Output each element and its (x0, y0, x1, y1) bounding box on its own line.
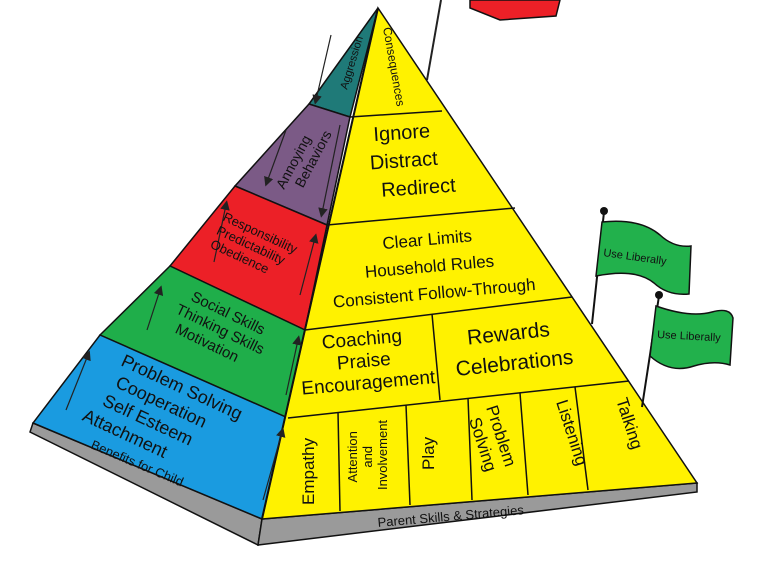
flag-lower-text: Use Liberally (657, 329, 722, 344)
problem-solving-label: Problem Solving Cooperation Self Esteem … (80, 345, 251, 486)
svg-text:Use Liberally: Use Liberally (657, 329, 722, 344)
attention-line-1: Attention (345, 431, 360, 482)
red-flag (426, 0, 561, 81)
attention-line-3: Involvement (375, 420, 390, 490)
left-arrows (65, 34, 341, 501)
ignore-line-3: Redirect (381, 175, 457, 202)
coaching-line-2: Praise (336, 349, 391, 375)
flag-upper: Use Liberally (591, 207, 692, 325)
flag-lower: Use Liberally (641, 291, 734, 408)
attention-line-2: and (360, 446, 375, 468)
cell-play: Play (419, 436, 438, 470)
cell-empathy: Empathy (299, 437, 318, 505)
cell-attention-involvement: Attention and Involvement (345, 420, 390, 490)
ignore-distract-redirect-label: Ignore Distract Redirect (367, 119, 457, 203)
ignore-line-2: Distract (369, 148, 439, 175)
ignore-line-1: Ignore (373, 120, 431, 146)
